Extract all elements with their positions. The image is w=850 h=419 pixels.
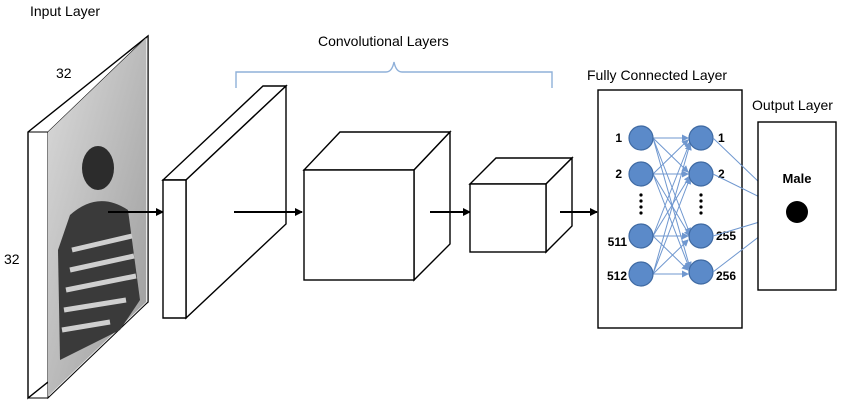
fc-left-node [628, 223, 654, 249]
fc-right-node [688, 161, 714, 187]
fc-left-label: 512 [607, 269, 627, 283]
conv-cube-2 [302, 130, 452, 282]
person-photo [58, 146, 140, 360]
output-node [786, 201, 808, 223]
fc-left-node [628, 261, 654, 287]
fc-left-label: 2 [615, 167, 622, 181]
input-height-label: 32 [4, 251, 20, 267]
conv-bracket [235, 61, 553, 88]
output-class-label: Male [783, 171, 812, 186]
conv-slab-1 [161, 84, 288, 320]
fc-right-label: 255 [716, 229, 736, 243]
fc-right-label: 256 [716, 269, 736, 283]
fc-left-nodes [628, 125, 654, 287]
fc-left-node [628, 125, 654, 151]
conv-cube-3 [468, 156, 574, 254]
fc-layer-title: Fully Connected Layer [587, 67, 727, 83]
fc-right-node [688, 259, 714, 285]
fc-right-label: 1 [718, 131, 725, 145]
input-width-label: 32 [56, 65, 72, 81]
input-image-slab [27, 34, 149, 400]
fc-left-node [628, 161, 654, 187]
output-layer-title: Output Layer [752, 97, 833, 113]
fc-ellipsis-dots [639, 193, 703, 215]
input-layer-title: Input Layer [30, 3, 100, 19]
fc-right-label: 2 [718, 167, 725, 181]
conv-layers-title: Convolutional Layers [318, 33, 449, 49]
fc-right-node [688, 125, 714, 151]
fc-edges [652, 134, 692, 278]
fc-left-label: 511 [608, 235, 628, 249]
fc-left-label: 1 [615, 131, 622, 145]
fc-right-node [688, 223, 714, 249]
